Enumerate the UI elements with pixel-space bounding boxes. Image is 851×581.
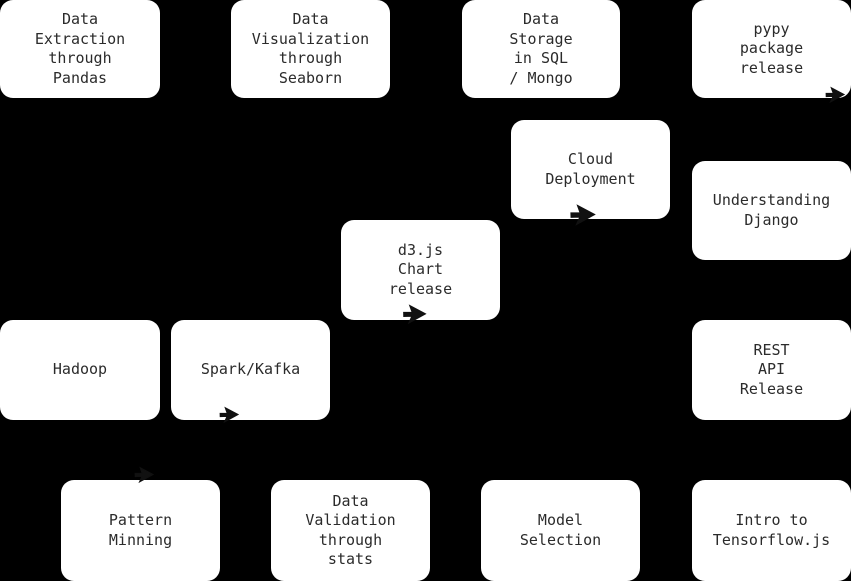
- card-data-storage-in-sql-mongo[interactable]: Data Storage in SQL / Mongo: [462, 0, 620, 98]
- card-label: Data Storage in SQL / Mongo: [509, 10, 573, 87]
- card-pattern-minning[interactable]: Pattern Minning: [61, 480, 220, 581]
- card-label: Model Selection: [519, 511, 602, 549]
- card-intro-to-tensorflow-js[interactable]: Intro to Tensorflow.js: [692, 480, 851, 581]
- card-hadoop[interactable]: Hadoop: [0, 320, 160, 420]
- card-understanding-django[interactable]: Understanding Django: [692, 161, 851, 260]
- card-spark-kafka[interactable]: Spark/Kafka: [171, 320, 330, 420]
- card-data-validation-through-stats[interactable]: Data Validation through stats: [271, 480, 430, 581]
- card-d3js-chart-release[interactable]: d3.js Chart release: [341, 220, 500, 320]
- card-label: REST API Release: [739, 340, 804, 398]
- card-data-extraction-through-pandas[interactable]: Data Extraction through Pandas: [0, 0, 160, 98]
- card-model-selection[interactable]: Model Selection: [481, 480, 640, 581]
- card-pypy-package-release[interactable]: pypy package release: [692, 0, 851, 98]
- card-data-visualization-through-seaborn[interactable]: Data Visualization through Seaborn: [231, 0, 390, 98]
- card-label: Intro to Tensorflow.js: [712, 511, 831, 549]
- card-label: Understanding Django: [712, 191, 831, 229]
- card-cloud-deployment[interactable]: Cloud Deployment: [511, 120, 670, 219]
- card-label: Cloud Deployment: [545, 150, 636, 188]
- card-rest-api-release[interactable]: REST API Release: [692, 320, 851, 420]
- card-label: Hadoop: [52, 360, 108, 379]
- card-label: Spark/Kafka: [200, 360, 301, 379]
- card-label: Data Extraction through Pandas: [34, 10, 126, 87]
- card-label: Data Validation through stats: [305, 491, 396, 569]
- card-label: pypy package release: [739, 19, 804, 77]
- card-label: Pattern Minning: [108, 511, 173, 549]
- card-label: d3.js Chart release: [388, 240, 453, 298]
- card-label: Data Visualization through Seaborn: [251, 10, 370, 87]
